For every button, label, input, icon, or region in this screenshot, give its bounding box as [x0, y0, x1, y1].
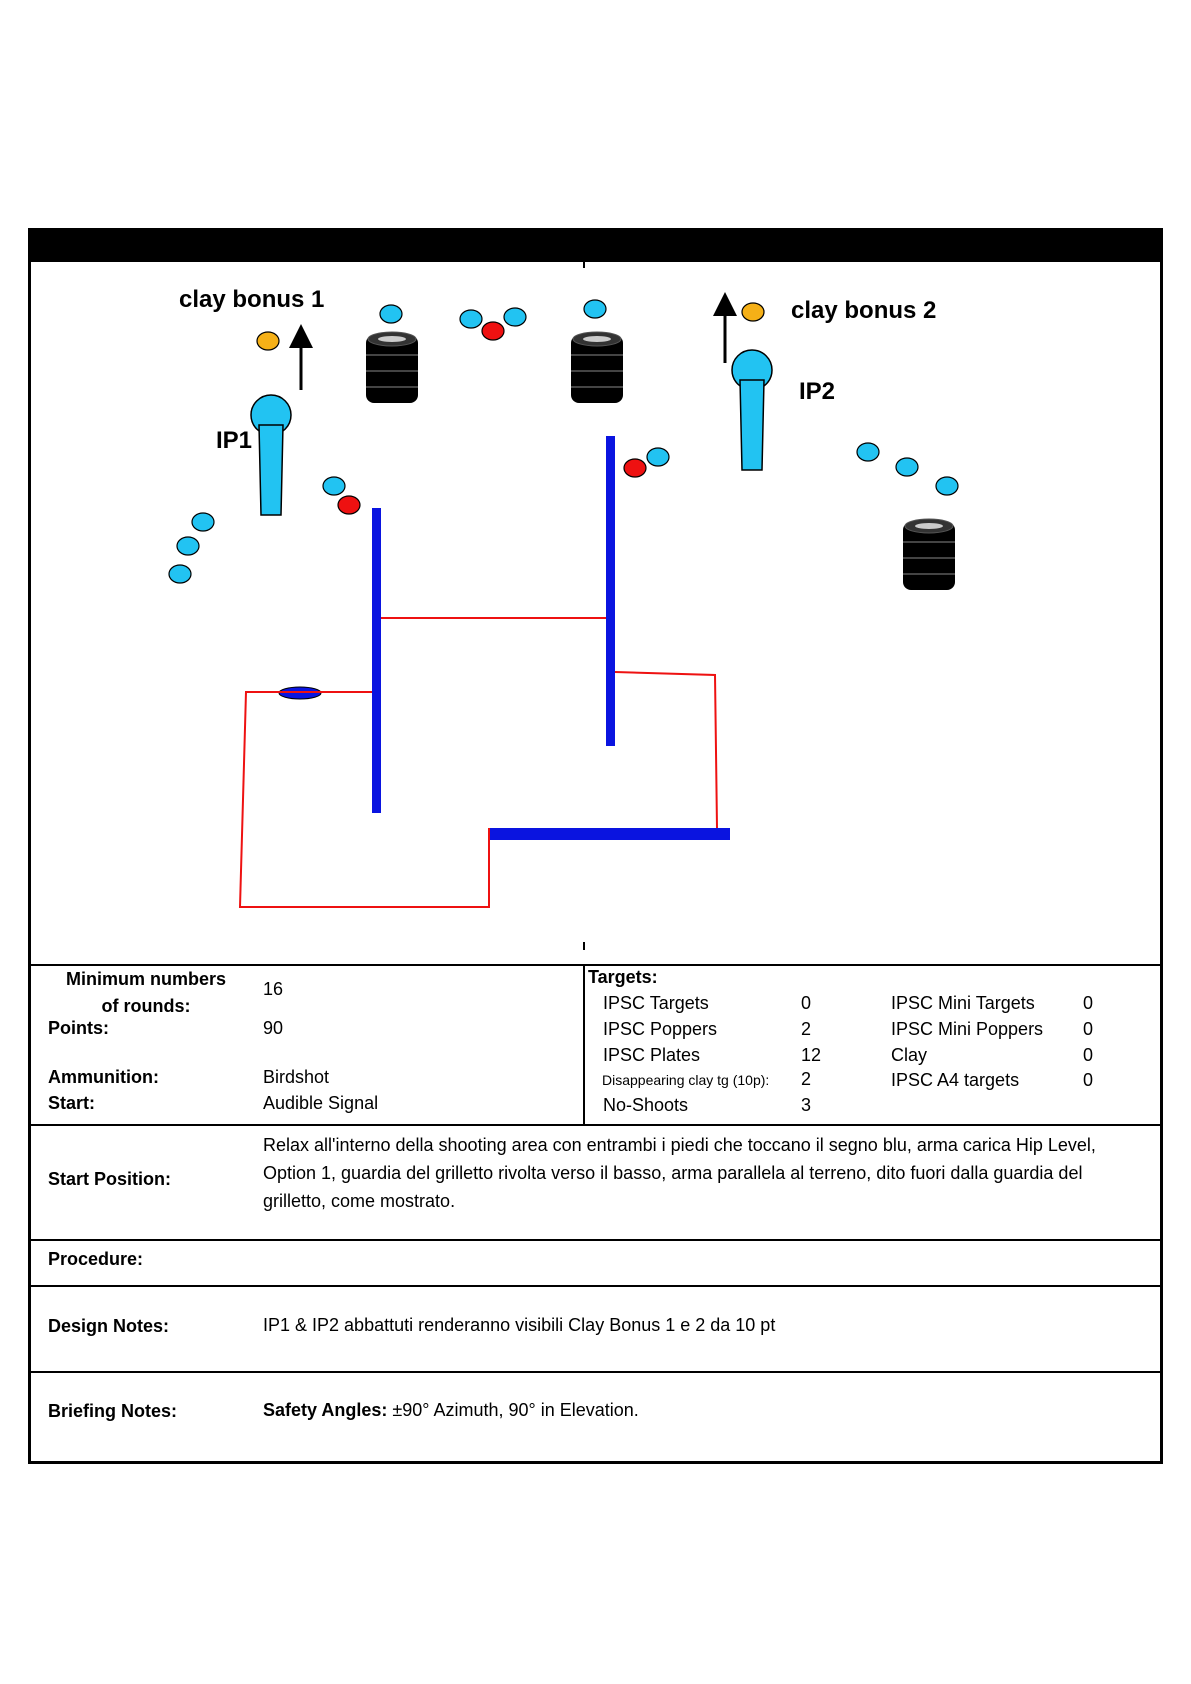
clay-bonus-1-label: clay bonus 1 — [179, 286, 324, 313]
target-name: IPSC Poppers — [603, 1019, 718, 1039]
popper-ip1 — [250, 394, 292, 516]
wall-center — [606, 436, 615, 746]
plate — [322, 476, 346, 496]
plate — [895, 457, 919, 477]
no-shoot-plate — [623, 458, 647, 478]
briefing-notes-text: Safety Angles: ±90° Azimuth, 90° in Elev… — [263, 1400, 639, 1422]
plate — [176, 536, 200, 556]
plate — [935, 476, 959, 496]
divider — [31, 1124, 1160, 1126]
popper-ip2 — [731, 349, 773, 471]
start-position-label: Start Position: — [48, 1169, 172, 1189]
start-value: Audible Signal — [263, 1093, 379, 1113]
clay-bonus-2-label: clay bonus 2 — [791, 297, 936, 324]
target-name: IPSC Mini Targets — [891, 993, 1035, 1013]
stage-diagram: clay bonus 1 clay bonus 2 IP1 IP2 — [168, 262, 959, 950]
plate — [191, 512, 215, 532]
target-count: 2 — [801, 1069, 812, 1089]
bonus-clay-2 — [741, 302, 765, 322]
no-shoot-plate — [481, 321, 505, 341]
target-count: 12 — [801, 1045, 822, 1065]
title-bar — [31, 231, 1160, 262]
ip1-label: IP1 — [216, 427, 252, 454]
safety-angles-label: Safety Angles: — [263, 1400, 388, 1420]
target-name: IPSC Targets — [603, 993, 709, 1013]
wall-left — [372, 508, 381, 813]
briefing-notes-label: Briefing Notes: — [48, 1401, 178, 1421]
barrel-right — [902, 518, 956, 591]
target-count: 0 — [801, 993, 812, 1013]
design-notes-label: Design Notes: — [48, 1316, 170, 1336]
target-count: 0 — [1083, 1070, 1094, 1090]
start-label: Start: — [48, 1093, 96, 1113]
plate — [379, 304, 403, 324]
start-position-text: Relax all'interno della shooting area co… — [263, 1135, 1096, 1211]
plate — [503, 307, 527, 327]
target-name: IPSC Plates — [603, 1045, 701, 1065]
wall-bottom — [490, 828, 730, 840]
targets-title: Targets: — [588, 967, 658, 987]
ammunition-label: Ammunition: — [48, 1067, 159, 1087]
plate — [856, 442, 880, 462]
target-count: 3 — [801, 1095, 812, 1115]
no-shoot-plate — [337, 495, 361, 515]
target-name: IPSC Mini Poppers — [891, 1019, 1044, 1039]
plate — [168, 564, 192, 584]
barrel-left — [365, 331, 419, 404]
target-count: 0 — [1083, 1045, 1094, 1065]
min-rounds-value: 16 — [263, 979, 284, 999]
points-label: Points: — [48, 1018, 109, 1038]
target-name: Disappearing clay tg (10p): — [602, 1072, 770, 1088]
plate — [459, 309, 483, 329]
target-name: No-Shoots — [603, 1095, 689, 1115]
divider — [31, 964, 1160, 966]
plate — [583, 299, 607, 319]
target-name: IPSC A4 targets — [891, 1070, 1020, 1090]
bonus-clay-1 — [256, 331, 280, 351]
procedure-label: Procedure: — [48, 1249, 144, 1269]
target-count: 2 — [801, 1019, 812, 1039]
fault-line — [238, 691, 490, 908]
target-count: 0 — [1083, 1019, 1094, 1039]
plate — [646, 447, 670, 467]
min-rounds-label: Minimum numbers of rounds: — [65, 969, 226, 1016]
divider — [31, 1371, 1160, 1373]
divider — [31, 1239, 1160, 1241]
ip2-label: IP2 — [799, 378, 835, 405]
stage-sheet: clay bonus 1 clay bonus 2 IP1 IP2 — [28, 228, 1163, 1464]
fault-line — [614, 671, 718, 829]
points-value: 90 — [263, 1018, 284, 1038]
divider — [31, 1285, 1160, 1287]
design-notes-text: IP1 & IP2 abbattuti renderanno visibili … — [263, 1315, 776, 1335]
barrel-center — [570, 331, 624, 404]
target-count: 0 — [1083, 993, 1094, 1013]
column-divider — [583, 964, 585, 1124]
ammunition-value: Birdshot — [263, 1067, 330, 1087]
target-name: Clay — [891, 1045, 928, 1065]
safety-angles-value: ±90° Azimuth, 90° in Elevation. — [387, 1400, 639, 1420]
